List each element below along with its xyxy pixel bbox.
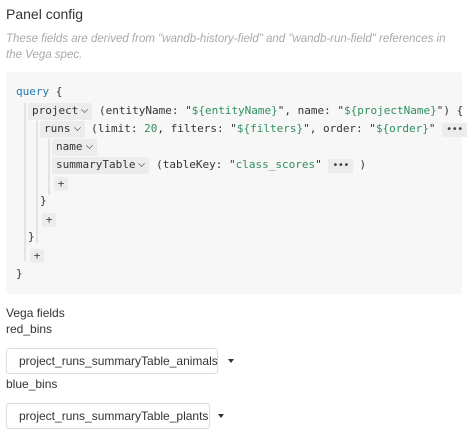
red-bins-dropdown[interactable]: project_runs_summaryTable_animals <box>6 348 234 374</box>
query-line: query { <box>16 83 62 101</box>
filters-value[interactable]: ${filters} <box>236 122 304 135</box>
panel-title: Panel config <box>6 6 84 22</box>
order-value[interactable]: ${order} <box>375 122 429 135</box>
red-bins-selected-value: project_runs_summaryTable_animals <box>19 354 218 368</box>
blue-bins-selected-value: project_runs_summaryTable_plants <box>19 409 209 423</box>
project-field-selector[interactable]: project <box>28 102 93 120</box>
name-line: name <box>52 138 97 156</box>
add-field-button-project[interactable]: + <box>42 213 56 227</box>
nesting-guide-query <box>24 103 26 261</box>
nesting-guide-project <box>36 121 38 243</box>
runs-close-brace: } <box>40 194 47 207</box>
project-name-value[interactable]: ${projectName} <box>344 104 437 117</box>
query-editor: query { project (entityName: "${entityNa… <box>6 72 474 294</box>
panel-hint: These fields are derived from "wandb-his… <box>6 33 446 61</box>
field-label-blue-bins: blue_bins <box>6 377 58 391</box>
add-field-button-runs[interactable]: + <box>54 177 68 191</box>
more-args-button[interactable]: ••• <box>442 123 467 137</box>
summary-table-field-selector[interactable]: summaryTable <box>52 156 150 174</box>
caret-down-icon <box>227 359 234 363</box>
chevron-down-icon <box>85 142 93 149</box>
chevron-down-icon <box>138 160 146 167</box>
summary-table-line: summaryTable (tableKey: "class_scores" •… <box>52 156 366 174</box>
runs-line: runs (limit: 20, filters: "${filters}", … <box>40 120 474 138</box>
query-keyword: query <box>16 85 50 98</box>
table-key-value[interactable]: class_scores <box>235 158 316 171</box>
project-close-brace: } <box>28 230 35 243</box>
chevron-down-icon <box>81 106 89 113</box>
field-label-red-bins: red_bins <box>6 322 53 336</box>
runs-field-selector[interactable]: runs <box>40 120 85 138</box>
limit-value[interactable]: 20 <box>144 122 158 135</box>
query-open-brace: { <box>55 85 63 98</box>
name-field-selector[interactable]: name <box>52 138 97 156</box>
caret-down-icon <box>218 414 225 418</box>
query-close-brace: } <box>16 267 23 280</box>
nesting-guide-runs <box>48 139 50 195</box>
add-field-button-query[interactable]: + <box>30 249 44 263</box>
vega-fields-title: Vega fields <box>6 306 65 320</box>
chevron-down-icon <box>73 124 81 131</box>
project-line: project (entityName: "${entityName}", na… <box>28 102 463 120</box>
entity-name-value[interactable]: ${entityName} <box>191 104 278 117</box>
more-args-button[interactable]: ••• <box>328 159 353 173</box>
blue-bins-dropdown[interactable]: project_runs_summaryTable_plants <box>6 403 225 429</box>
